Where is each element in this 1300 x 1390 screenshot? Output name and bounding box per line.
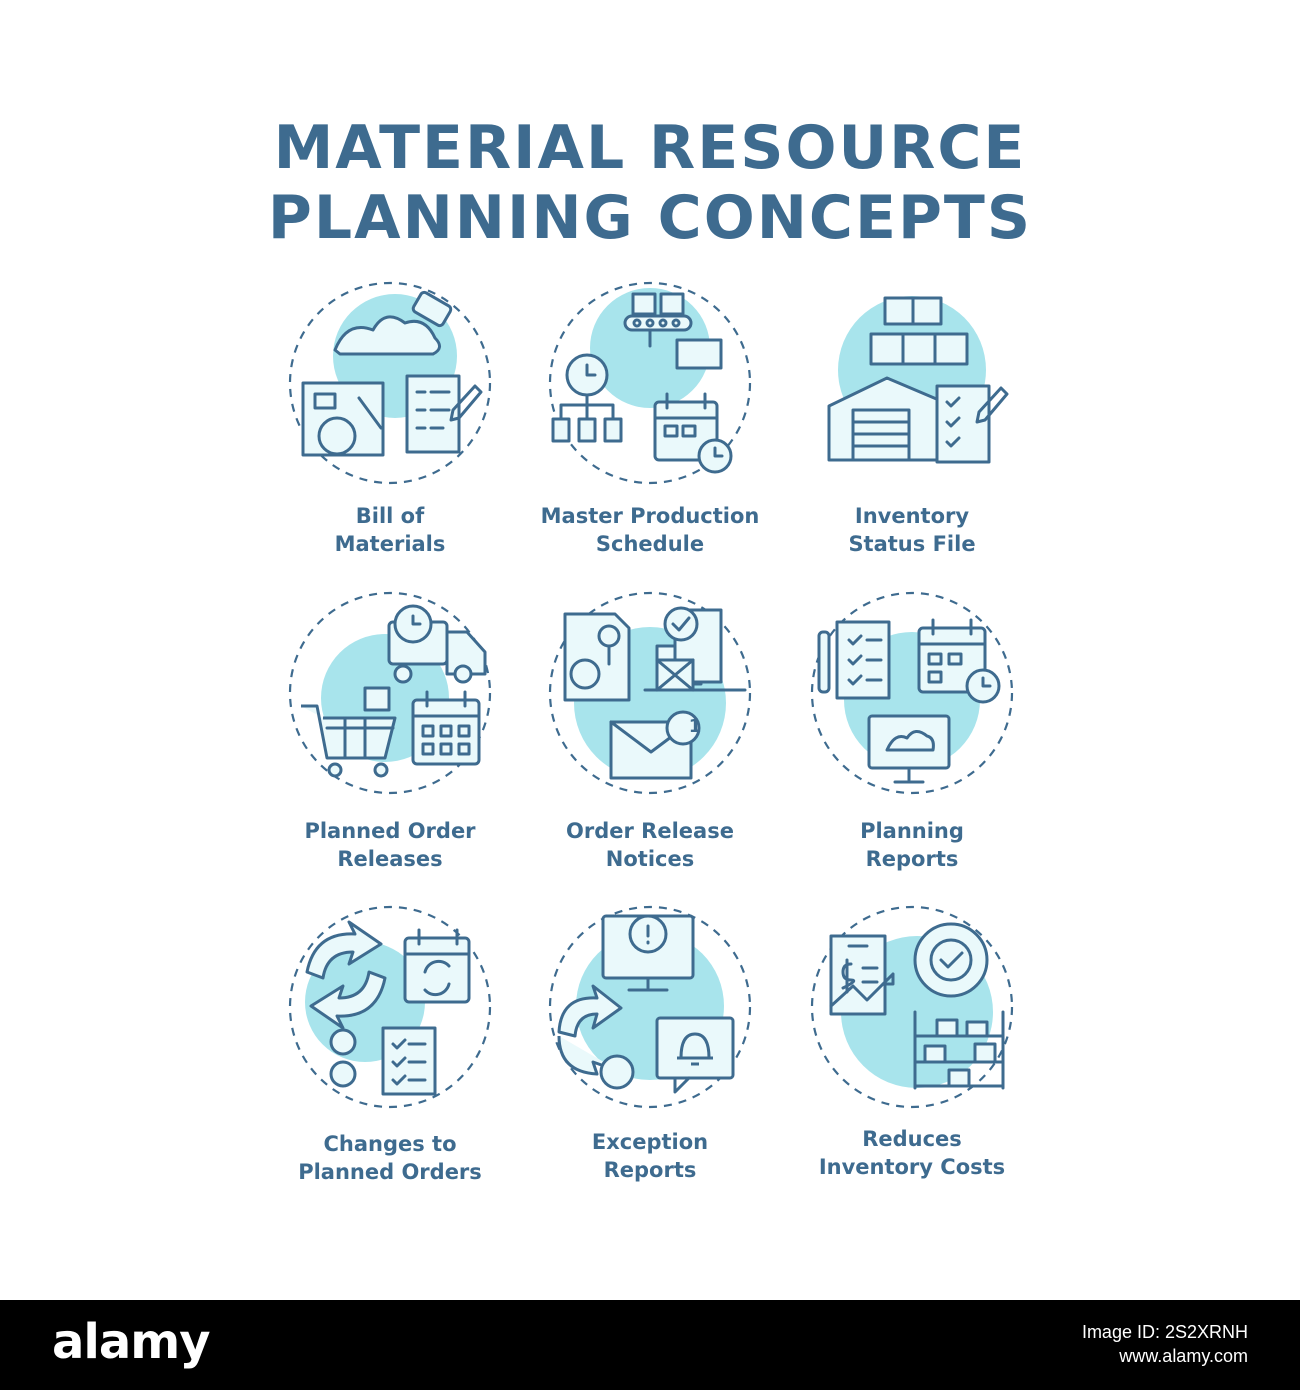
concept-caption-planned-order-releases: Planned Order Releases [240,817,540,873]
concept-caption-line-2: Releases [337,847,443,871]
concept-caption-line-1: Changes to [323,1132,457,1156]
concept-caption-line-2: Status File [848,532,976,556]
concept-caption-line-1: Planned Order [304,819,476,843]
concept-caption-line-2: Planned Orders [298,1160,482,1184]
site-url-label: www.alamy.com [1119,1346,1248,1366]
concept-card-order-release-notices: 1 [500,588,800,798]
concept-caption-planning-reports: Planning Reports [762,817,1062,873]
exception-reports-icon [548,905,752,1109]
image-meta: Image ID: 2S2XRNH www.alamy.com [1082,1320,1248,1368]
order-release-notices-icon [548,591,752,795]
master-production-schedule-icon [548,281,752,485]
concept-caption-bill-of-materials: Bill of Materials [240,502,540,558]
concept-caption-line-2: Materials [334,532,446,556]
concept-caption-line-1: Planning [860,819,964,843]
concept-caption-line-2: Inventory Costs [818,1155,1006,1179]
concept-caption-master-production-schedule: Master Production Schedule [500,502,800,558]
concept-card-bill-of-materials [240,278,540,488]
inventory-status-file-icon [827,296,1009,464]
concept-caption-line-1: Order Release [566,819,734,843]
concept-card-changes-to-planned-orders [240,902,540,1112]
planning-reports-icon [810,591,1014,795]
concept-caption-line-1: Reduces [862,1127,962,1151]
concept-caption-line-1: Bill of [355,504,425,528]
brand-logo: alamy [52,1314,211,1370]
concept-caption-changes-to-planned-orders: Changes to Planned Orders [240,1130,540,1186]
concept-caption-line-1: Inventory [854,504,970,528]
planned-order-releases-icon [288,591,492,795]
footer-bar [0,1300,1300,1390]
concept-caption-line-2: Reports [603,1158,697,1182]
concept-caption-inventory-status-file: Inventory Status File [762,502,1062,558]
image-id-label: Image ID: 2S2XRNH [1081,1322,1248,1342]
concept-caption-line-1: Master Production [540,504,760,528]
concept-card-master-production-schedule [500,278,800,488]
page-title-line-2: PLANNING CONCEPTS [267,183,1033,253]
bill-of-materials-icon [288,281,492,485]
concept-card-planned-order-releases [240,588,540,798]
reduces-inventory-costs-icon [810,905,1014,1109]
concept-caption-line-2: Notices [605,847,695,871]
concept-card-reduces-inventory-costs [762,902,1062,1112]
notification-badge-count: 1 [688,716,702,737]
poster: MATERIAL RESOURCE PLANNING CONCEPTS Bill… [240,113,1062,1186]
concept-card-inventory-status-file [762,278,1062,488]
concept-caption-order-release-notices: Order Release Notices [500,817,800,873]
concept-caption-line-1: Exception [591,1130,709,1154]
concept-caption-reduces-inventory-costs: Reduces Inventory Costs [762,1125,1062,1181]
concept-caption-exception-reports: Exception Reports [500,1128,800,1184]
concept-card-exception-reports [500,902,800,1112]
page-title-line-1: MATERIAL RESOURCE [273,113,1027,183]
concept-card-planning-reports [762,588,1062,798]
concept-caption-line-2: Reports [865,847,959,871]
changes-to-planned-orders-icon [288,905,492,1109]
concept-caption-line-2: Schedule [595,532,705,556]
